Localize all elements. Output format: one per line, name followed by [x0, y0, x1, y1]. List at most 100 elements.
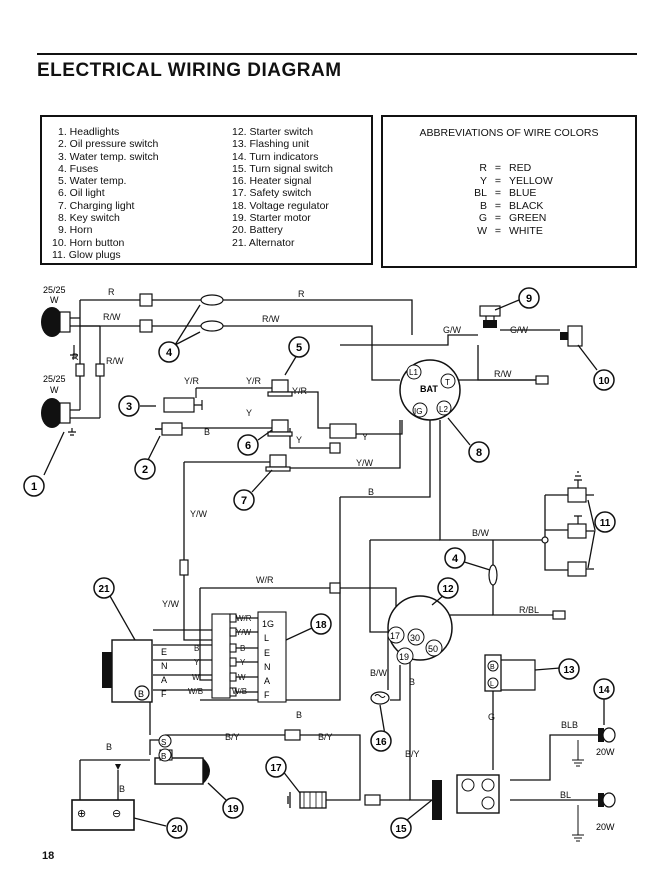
wire-label: Y/W [162, 599, 180, 609]
abbr-name: GREEN [509, 212, 547, 224]
lamp-rating-upper: 20W [596, 747, 615, 757]
svg-text:21: 21 [98, 584, 110, 595]
legend-item: 21. Alternator [232, 236, 295, 249]
wire [390, 665, 401, 701]
wire-label: Y/W [236, 628, 252, 637]
wire [544, 494, 575, 571]
callout-5: 5 [288, 336, 310, 358]
legend-item: 2. Oil pressure switch [58, 138, 159, 151]
key-terminal-l1: L1 [409, 368, 418, 377]
flashing-unit [484, 654, 536, 692]
callout-11: 11 [594, 511, 616, 533]
regulator-terminal-l: L [264, 633, 269, 643]
page-title: ELECTRICAL WIRING DIAGRAM [37, 60, 342, 81]
headlight-w-upper: W [50, 295, 59, 305]
legend-item: 8. Key switch [58, 212, 120, 225]
wire [340, 587, 397, 610]
component-legend: 1. Headlights 2. Oil pressure switch 3. … [40, 115, 373, 265]
indicator-lamps [265, 379, 293, 472]
callout-16: 16 [370, 730, 392, 752]
legend-item: 4. Fuses [58, 162, 99, 175]
wire-label: B [204, 427, 210, 437]
wire-label: B [296, 710, 302, 720]
title-rule [37, 53, 637, 55]
wire-label: B [368, 487, 374, 497]
fuse-pair [200, 294, 498, 586]
wire-label: Y [362, 432, 368, 442]
wire-label: W/B [188, 687, 203, 696]
abbr-code: G [478, 212, 487, 224]
wire [356, 420, 403, 435]
legend-item: 19. Starter motor [232, 212, 311, 225]
wire-label: Y/R [184, 376, 200, 386]
legend-item: 12. Starter switch [232, 126, 314, 138]
legend-item: 10. Horn button [52, 236, 125, 249]
callout-2: 2 [134, 458, 156, 480]
wire-label: B [240, 644, 245, 653]
flasher-terminal-l: L [490, 681, 494, 688]
headlight-rating-upper: 25/25 [43, 285, 66, 295]
wire-label: B/Y [318, 732, 333, 742]
oil-pressure-switch [155, 422, 183, 436]
svg-text:9: 9 [526, 293, 532, 305]
wire-label: Y [240, 658, 246, 667]
regulator-terminal-1g: 1G [262, 619, 274, 629]
svg-text:4: 4 [166, 347, 173, 359]
wire-label: W/R [236, 614, 252, 623]
svg-text:7: 7 [241, 495, 247, 507]
alternator-terminal-n: N [161, 661, 168, 671]
callout-3: 3 [118, 395, 140, 417]
regulator-terminal-n: N [264, 662, 271, 672]
wire-label: R/W [262, 314, 280, 324]
wire-label: B [119, 784, 125, 794]
svg-text:8: 8 [476, 447, 482, 459]
svg-text:20: 20 [171, 824, 183, 835]
svg-text:12: 12 [442, 584, 454, 595]
abbr-name: BLUE [509, 187, 537, 199]
headlight-w-lower: W [50, 385, 59, 395]
wires [79, 299, 598, 805]
starter-switch [387, 595, 453, 665]
battery [71, 799, 135, 831]
glow-plugs [567, 471, 594, 577]
regulator-terminal-f: F [264, 690, 270, 700]
wire [200, 497, 341, 701]
horn-button [560, 325, 583, 347]
legend-item: 1. Headlights [58, 126, 120, 138]
wire-label: BLB [561, 720, 578, 730]
wire-label: B/W [472, 528, 490, 538]
wire-label: Y [194, 658, 200, 667]
svg-text:2: 2 [142, 464, 148, 476]
callout-6: 6 [237, 434, 259, 456]
wire [199, 588, 212, 681]
headlight-upper [41, 307, 71, 337]
starter-motor [154, 734, 210, 785]
callouts: 1 2 3 4 4 5 6 7 8 9 10 11 12 13 14 15 16… [23, 287, 616, 839]
wire-label: W [192, 673, 200, 682]
wire-label: B/Y [225, 732, 240, 742]
alternator-terminal-f: F [161, 689, 167, 699]
key-terminal-l2: L2 [439, 405, 448, 414]
lamp-rating-lower: 20W [596, 822, 615, 832]
svg-text:4: 4 [452, 553, 459, 565]
abbreviations-title: ABBREVIATIONS OF WIRE COLORS [419, 127, 599, 139]
legend-item: 5. Water temp. [58, 175, 127, 188]
safety-switch [287, 791, 345, 809]
svg-text:13: 13 [563, 665, 575, 676]
wire-label: B [194, 644, 199, 653]
wire-label: W/B [232, 687, 247, 696]
svg-text:16: 16 [375, 737, 387, 748]
abbreviation-row: W=WHITE [455, 225, 553, 238]
callout-9: 9 [518, 287, 540, 309]
wire-label: Y/W [190, 509, 208, 519]
callout-21: 21 [93, 577, 115, 599]
starter-terminal-17: 17 [390, 631, 400, 641]
wire [340, 334, 478, 346]
wire-label: R/W [106, 356, 124, 366]
battery-positive: ⊕ [77, 808, 86, 820]
callout-1: 1 [23, 475, 45, 497]
alternator [102, 639, 153, 703]
legend-item: 3. Water temp. switch [58, 150, 159, 163]
callout-4b: 4 [444, 547, 466, 569]
